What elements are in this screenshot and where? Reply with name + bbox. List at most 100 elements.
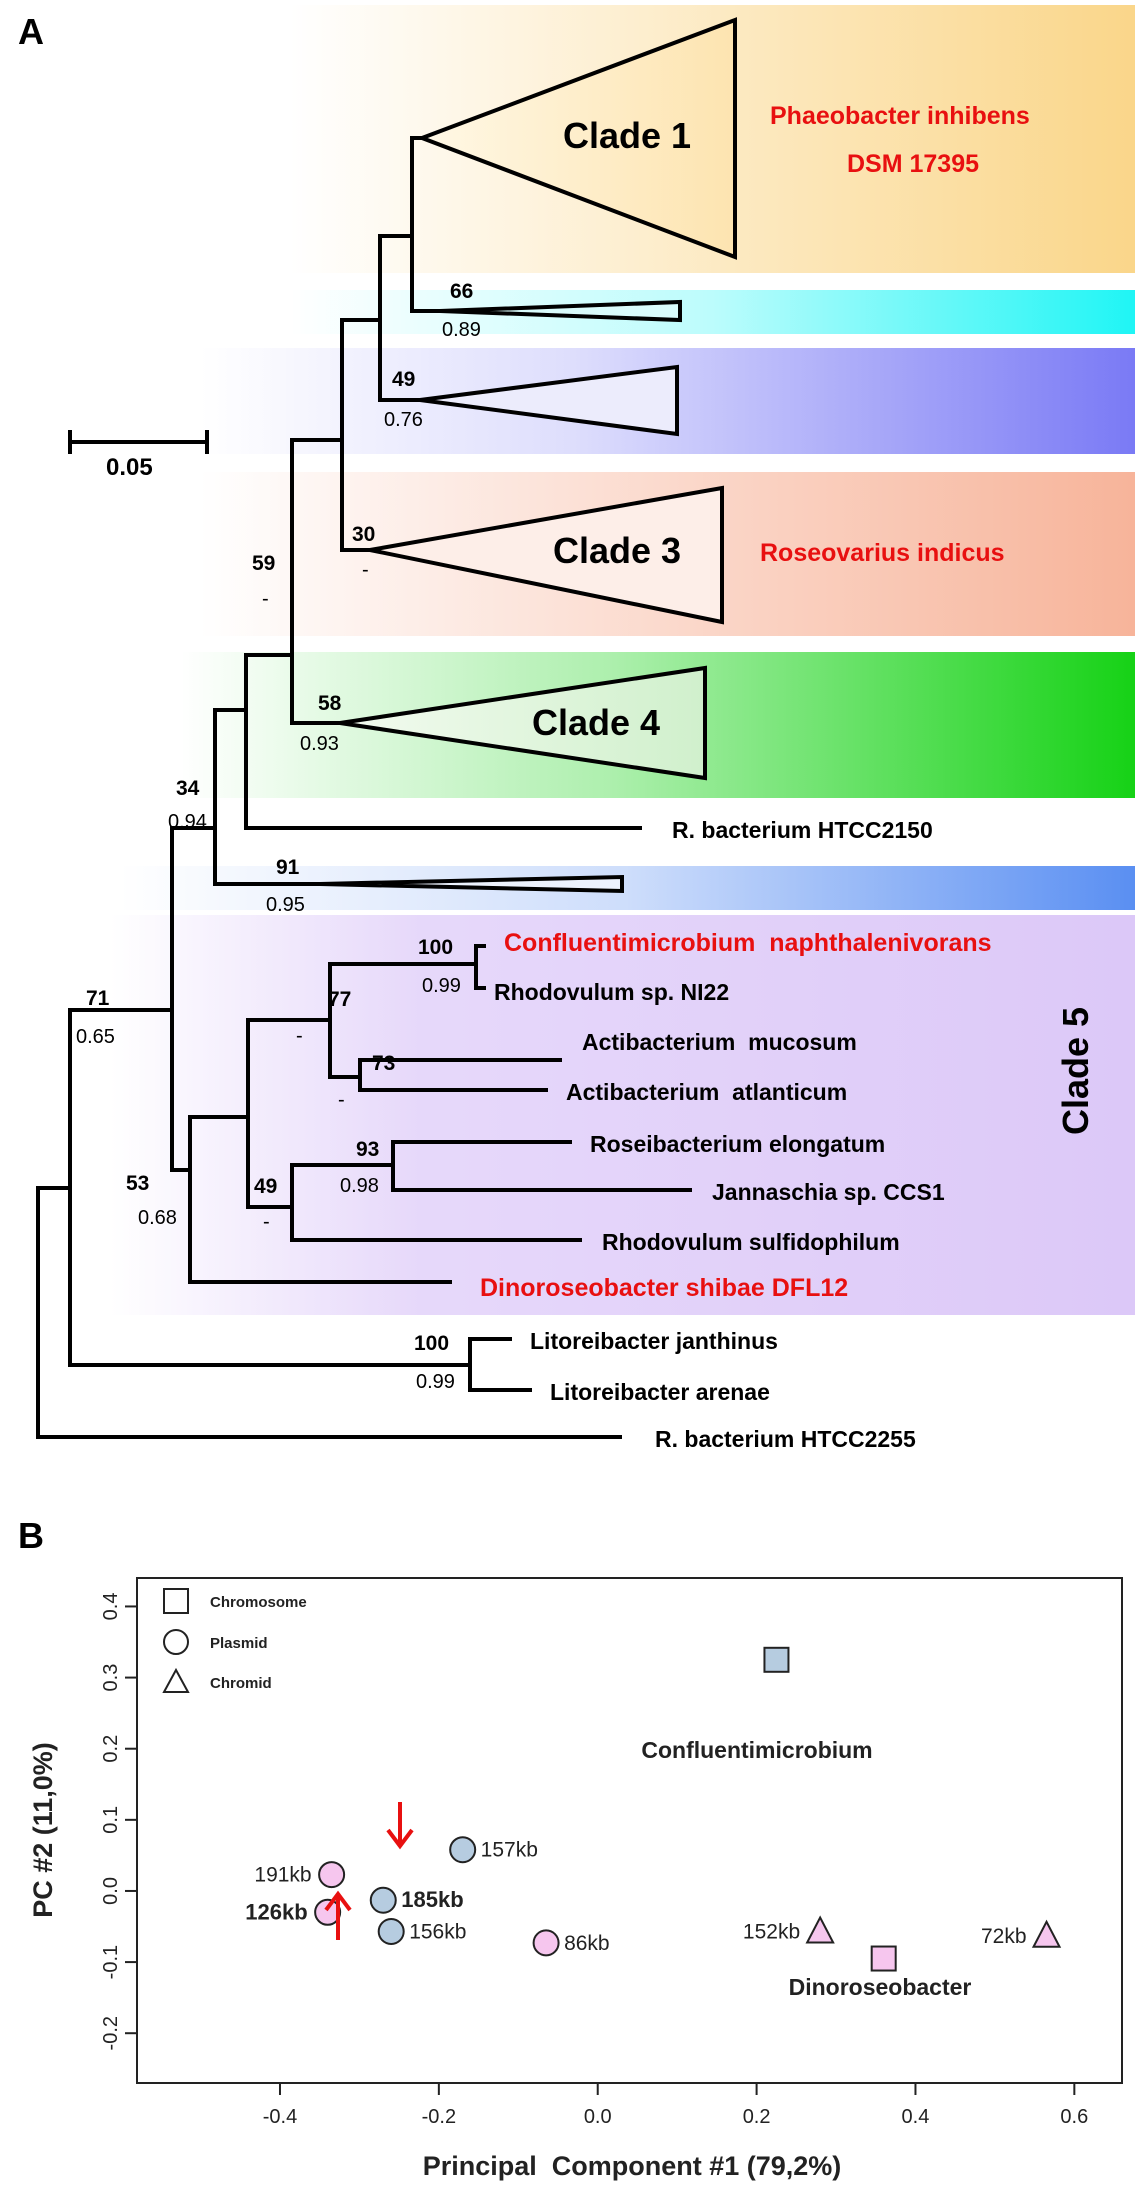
scale-bar: 0.05: [68, 430, 209, 481]
x-tick-label: 0.4: [902, 2106, 930, 2128]
boot-49a: 49: [392, 368, 415, 391]
legend-chromid-label: Chromid: [210, 1675, 272, 1692]
y-tick-label: 0.1: [100, 1806, 122, 1834]
post-58: 0.93: [300, 733, 339, 755]
post-100b: 0.99: [416, 1371, 455, 1393]
data-point-triangle: [1031, 1919, 1062, 1948]
legend-circle-icon: [163, 1629, 189, 1655]
post-34: 0.94: [168, 811, 207, 833]
triangle-clade1: [416, 17, 737, 260]
post-71: 0.65: [76, 1026, 115, 1048]
triangle-66: [439, 299, 682, 323]
data-point-square: [870, 1945, 897, 1972]
post-73: -: [338, 1089, 345, 1111]
boot-100b: 100: [414, 1332, 449, 1355]
boot-58: 58: [318, 692, 342, 715]
leaf-jannaschia: Jannaschia sp. CCS1: [712, 1179, 945, 1205]
data-point-circle: [318, 1861, 346, 1889]
leaf-rhodovulum-ni22: Rhodovulum sp. NI22: [494, 979, 729, 1005]
triangle-clade4: [339, 665, 707, 781]
clade3-label: Clade 3: [553, 530, 681, 571]
y-tick-label: 0.4: [100, 1593, 122, 1621]
boot-53: 53: [126, 1172, 149, 1195]
annotation-confluentimicrobium: Confluentimicrobium: [641, 1737, 872, 1763]
y-tick-label: -0.1: [100, 1945, 122, 1979]
leaf-litoreibacter-arenae: Litoreibacter arenae: [550, 1379, 770, 1405]
boot-30: 30: [352, 523, 375, 546]
data-point-square: [763, 1646, 790, 1673]
band-bottom-blue: [120, 866, 1135, 910]
legend: Chromosome Plasmid Chromid: [162, 1588, 307, 1693]
clade1-label: Clade 1: [563, 115, 691, 156]
data-point-label: 185kb: [401, 1887, 463, 1912]
post-93: 0.98: [340, 1175, 379, 1197]
roseovarius-label: Roseovarius indicus: [760, 539, 1005, 567]
x-axis-title: Principal Component #1 (79,2%): [423, 2151, 842, 2181]
leaf-htcc2255: R. bacterium HTCC2255: [655, 1426, 916, 1452]
triangle-91: [319, 874, 624, 894]
post-77: -: [296, 1025, 303, 1047]
post-49a: 0.76: [384, 409, 423, 431]
data-point-label: 126kb: [245, 1899, 307, 1924]
data-point-label: 72kb: [981, 1925, 1027, 1948]
phaeobacter-label-2: DSM 17395: [847, 150, 979, 178]
data-point-circle: [314, 1898, 342, 1926]
x-tick-label: -0.2: [422, 2106, 456, 2128]
data-point-circle: [377, 1918, 405, 1945]
y-tick-label: 0.0: [100, 1877, 122, 1905]
data-point-circle: [449, 1836, 477, 1864]
boot-59: 59: [252, 552, 275, 575]
boot-34: 34: [176, 777, 200, 800]
boot-77: 77: [328, 988, 351, 1011]
data-point-triangle: [805, 1915, 835, 1944]
post-30: -: [362, 559, 369, 581]
scale-bar-label: 0.05: [106, 454, 153, 481]
x-axis: -0.4 -0.2 0.0 0.2 0.4 0.6: [263, 2083, 1088, 2128]
data-point-circle: [532, 1929, 560, 1957]
arrows: [324, 1802, 414, 1940]
boot-71: 71: [86, 987, 110, 1010]
boot-93: 93: [356, 1138, 379, 1161]
post-66: 0.89: [442, 319, 481, 341]
data-point-label: 86kb: [564, 1932, 610, 1955]
data-point-circle: [369, 1886, 397, 1914]
x-tick-label: 0.6: [1060, 2106, 1088, 2128]
annotation-dinoroseobacter: Dinoroseobacter: [789, 1974, 972, 2000]
boot-66: 66: [450, 280, 473, 303]
data-point-label: 191kb: [254, 1864, 311, 1887]
y-tick-label: 0.3: [100, 1664, 122, 1692]
y-axis: -0.2-0.10.00.10.20.30.4: [100, 1593, 137, 2050]
clade5-label: Clade 5: [1055, 1007, 1096, 1135]
x-tick-label: 0.2: [743, 2106, 771, 2128]
data-point-label: 152kb: [743, 1921, 800, 1944]
confluentimicrobium-label: Confluentimicrobium naphthalenivorans: [504, 929, 992, 957]
boot-91: 91: [276, 856, 300, 879]
support-values: 66 0.89 49 0.76 30 - 59 - 58 0.93 34 0.9…: [76, 280, 481, 1393]
leaf-litoreibacter-janthinus: Litoreibacter janthinus: [530, 1328, 778, 1354]
data-point-label: 157kb: [481, 1839, 538, 1862]
post-53: 0.68: [138, 1207, 177, 1229]
x-tick-label: 0.0: [584, 2106, 612, 2128]
band-clade5: [110, 915, 1135, 1315]
post-59: -: [262, 588, 269, 610]
y-tick-label: -0.2: [100, 2016, 122, 2050]
boot-100a: 100: [418, 936, 453, 959]
leaf-actibacterium-mucosum: Actibacterium mucosum: [582, 1029, 857, 1055]
leaf-rhodovulum-sulfidophilum: Rhodovulum sulfidophilum: [602, 1229, 900, 1255]
clade4-label: Clade 4: [532, 702, 660, 743]
x-tick-label: -0.4: [263, 2106, 297, 2128]
panel-a-letter: A: [18, 11, 44, 52]
post-49b: -: [263, 1211, 270, 1233]
leaf-htcc2150: R. bacterium HTCC2150: [672, 817, 933, 843]
triangle-49: [419, 364, 679, 437]
y-axis-title: PC #2 (11,0%): [28, 1742, 58, 1918]
post-100a: 0.99: [422, 975, 461, 997]
clade-triangles: [319, 17, 737, 894]
phaeobacter-label-1: Phaeobacter inhibens: [770, 102, 1030, 130]
panel-b-letter: B: [18, 1515, 44, 1556]
boot-49b: 49: [254, 1175, 277, 1198]
legend-triangle-icon: [162, 1667, 190, 1693]
legend-plasmid-label: Plasmid: [210, 1635, 268, 1652]
